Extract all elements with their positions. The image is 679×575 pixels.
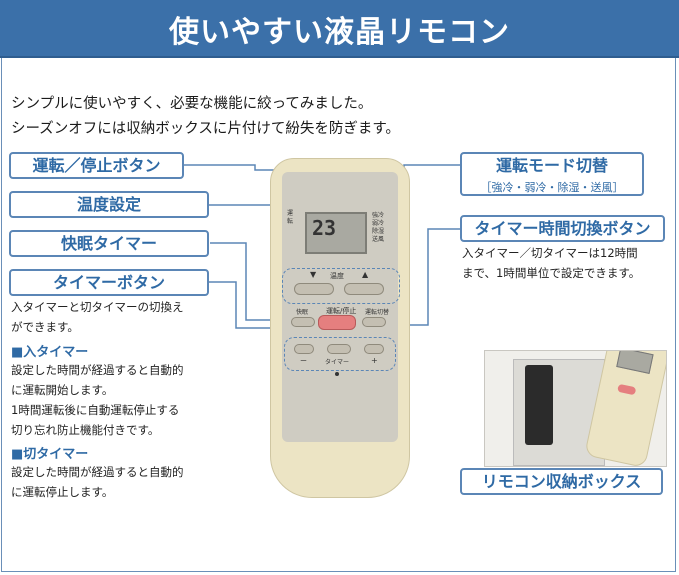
intro-line-2: シーズンオフには収納ボックスに片付けて紛失を防ぎます。 [11, 121, 400, 137]
page-title: 使いやすい液晶リモコン [169, 15, 510, 50]
timer-button-label: タイマーボタン [9, 269, 209, 296]
desc-line: 入タイマー／切タイマーは12時間 [462, 246, 638, 260]
on-timer-desc: 設定した時間が経過すると自動的 に運転開始します。 1時間運転後に自動運転停止す… [11, 360, 184, 440]
remote-temp-label: 温度 [330, 272, 344, 280]
remote-plus-label: + [371, 356, 378, 365]
mode-switch-label-text: 運転モード切替 [495, 156, 608, 175]
run-stop-label-text: 運転／停止ボタン [32, 156, 161, 175]
remote-left-icons: 運転 [287, 210, 294, 225]
content-frame [1, 58, 676, 572]
timer-toggle-desc: 入タイマー／切タイマーは12時間 まで、1時間単位で設定できます。 [462, 243, 640, 283]
temp-up-arrow-icon: ▲ [362, 270, 369, 279]
desc-line: 1時間運転後に自動運転停止する [11, 403, 180, 417]
sleep-timer-label: 快眠タイマー [9, 230, 209, 257]
storage-box-photo [484, 350, 667, 467]
desc-line: 設定した時間が経過すると自動的 [11, 363, 184, 377]
timer-toggle-label: タイマー時間切換ボタン [460, 215, 665, 242]
remote-sleep-label: 快眠 [296, 309, 309, 316]
on-timer-heading: ■入タイマー [11, 341, 88, 360]
sleep-timer-label-text: 快眠タイマー [60, 234, 157, 253]
run-stop-button[interactable] [318, 315, 356, 330]
square-icon: ■ [11, 345, 24, 360]
mode-switch-label: 運転モード切替 [460, 152, 644, 196]
desc-line: 設定した時間が経過すると自動的 [11, 465, 184, 479]
stored-remote-button [617, 383, 637, 396]
temp-up-button[interactable] [344, 283, 384, 295]
off-timer-heading: ■切タイマー [11, 443, 88, 462]
desc-line: ができます。 [11, 320, 79, 334]
temp-label-text: 温度設定 [76, 195, 141, 214]
square-icon: ■ [11, 447, 24, 462]
remote-mode-label: 運転切替 [365, 309, 390, 316]
stored-remote-lcd [616, 351, 654, 374]
timer-button-desc: 入タイマーと切タイマーの切換え ができます。 [11, 297, 184, 337]
remote-sensor-dot [335, 372, 339, 376]
desc-line: まで、1時間単位で設定できます。 [462, 266, 641, 280]
storage-box-label-text: リモコン収納ボックス [481, 472, 642, 491]
off-timer-title: 切タイマー [23, 447, 89, 462]
remote-mode-list: 強冷 弱冷 除湿 送風 [372, 212, 385, 243]
remote-timer-label: タイマー [325, 359, 350, 366]
desc-line: に運転停止します。 [11, 485, 114, 499]
remote-run-stop-label: 運転/停止 [326, 307, 357, 315]
storage-box-slot [525, 365, 553, 445]
timer-plus-button[interactable] [364, 344, 384, 354]
remote-minus-label: ー [300, 357, 307, 365]
intro-line-1: シンプルに使いやすく、必要な機能に絞ってみました。 [11, 96, 373, 112]
temp-down-button[interactable] [294, 283, 334, 295]
timer-minus-button[interactable] [294, 344, 314, 354]
timer-button[interactable] [327, 344, 351, 354]
run-stop-label: 運転／停止ボタン [9, 152, 184, 179]
desc-line: 切り忘れ防止機能付きです。 [11, 423, 160, 437]
remote-lcd [305, 212, 367, 254]
temp-label: 温度設定 [9, 191, 209, 218]
temp-down-arrow-icon: ▼ [310, 270, 317, 279]
mode-switch-button[interactable] [362, 317, 386, 327]
temp-button-group [282, 268, 400, 304]
intro-text: シンプルに使いやすく、必要な機能に絞ってみました。 シーズンオフには収納ボックス… [11, 92, 400, 142]
on-timer-title: 入タイマー [23, 345, 89, 360]
timer-button-label-text: タイマーボタン [52, 273, 165, 292]
desc-line: 入タイマーと切タイマーの切換え [11, 300, 184, 314]
mode-options: ［強冷・弱冷・除湿・送風］ [480, 181, 624, 194]
timer-button-group [284, 337, 396, 371]
remote-lcd-value: 23 [312, 216, 337, 240]
title-banner: 使いやすい液晶リモコン [0, 0, 679, 58]
sleep-timer-button[interactable] [291, 317, 315, 327]
desc-line: に運転開始します。 [11, 383, 114, 397]
off-timer-desc: 設定した時間が経過すると自動的 に運転停止します。 [11, 462, 184, 502]
storage-box-label: リモコン収納ボックス [460, 468, 663, 495]
timer-toggle-label-text: タイマー時間切換ボタン [474, 219, 651, 238]
